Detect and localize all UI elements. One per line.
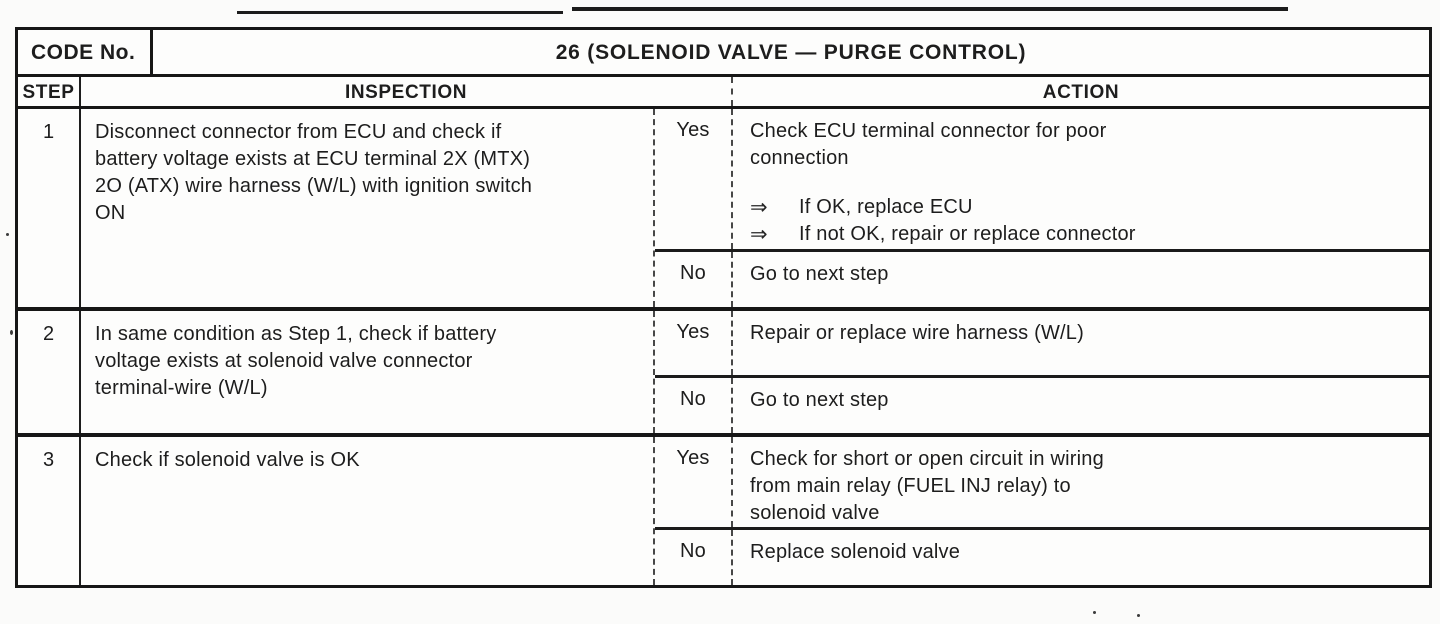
scan-artifact-line bbox=[237, 11, 563, 14]
branch-yes: Yes Check for short or open circuit in w… bbox=[655, 437, 1429, 527]
scan-artifact-dot bbox=[1093, 611, 1096, 614]
double-arrow-icon: ⇒ bbox=[750, 196, 768, 219]
scan-artifact-dot bbox=[1137, 614, 1140, 617]
inspection-text: Disconnect connector from ECU and check … bbox=[81, 109, 655, 307]
scan-artifact-dot bbox=[6, 233, 9, 236]
action-text: Replace solenoid valve bbox=[750, 541, 961, 563]
sub-action-text: If OK, replace ECU bbox=[799, 196, 973, 218]
answer-label: No bbox=[655, 378, 733, 433]
sub-action: ⇒ If not OK, repair or replace connector bbox=[750, 221, 1417, 248]
branch-no: No Go to next step bbox=[655, 375, 1429, 433]
action-text: Go to next step bbox=[750, 263, 889, 285]
sub-action-text: If not OK, repair or replace connector bbox=[799, 223, 1136, 245]
column-header-inspection: INSPECTION bbox=[81, 77, 733, 106]
action-cell: Check ECU terminal connector for poor co… bbox=[733, 109, 1429, 249]
column-header-row: STEP INSPECTION ACTION bbox=[18, 77, 1429, 109]
sub-action: ⇒ If OK, replace ECU bbox=[750, 194, 1417, 221]
inspection-text: Check if solenoid valve is OK bbox=[81, 437, 655, 585]
answer-label: No bbox=[655, 530, 733, 585]
column-header-action: ACTION bbox=[1042, 82, 1120, 103]
branch-no: No Replace solenoid valve bbox=[655, 527, 1429, 585]
action-cell: Go to next step bbox=[733, 378, 1429, 433]
action-text: Repair or replace wire harness (W/L) bbox=[750, 322, 1084, 344]
step-row-3: 3 Check if solenoid valve is OK Yes Chec… bbox=[18, 433, 1429, 585]
answer-label: Yes bbox=[655, 437, 733, 527]
step-row-2: 2 In same condition as Step 1, check if … bbox=[18, 307, 1429, 433]
action-branches: Yes Check for short or open circuit in w… bbox=[655, 437, 1429, 585]
action-cell: Repair or replace wire harness (W/L) bbox=[733, 311, 1429, 375]
code-no-label: CODE No. bbox=[18, 30, 153, 74]
answer-label: Yes bbox=[655, 109, 733, 249]
answer-label: No bbox=[655, 252, 733, 307]
double-arrow-icon: ⇒ bbox=[750, 223, 768, 246]
branch-yes: Yes Check ECU terminal connector for poo… bbox=[655, 109, 1429, 249]
step-number: 3 bbox=[18, 437, 81, 585]
step-row-1: 1 Disconnect connector from ECU and chec… bbox=[18, 109, 1429, 307]
action-branches: Yes Repair or replace wire harness (W/L)… bbox=[655, 311, 1429, 433]
code-header-row: CODE No. 26 (SOLENOID VALVE — PURGE CONT… bbox=[18, 30, 1429, 77]
branch-no: No Go to next step bbox=[655, 249, 1429, 307]
action-cell: Replace solenoid valve bbox=[733, 530, 1429, 585]
action-cell: Go to next step bbox=[733, 252, 1429, 307]
action-branches: Yes Check ECU terminal connector for poo… bbox=[655, 109, 1429, 307]
column-header-step: STEP bbox=[18, 77, 81, 106]
action-text: Go to next step bbox=[750, 389, 889, 411]
diagnostic-code-table: CODE No. 26 (SOLENOID VALVE — PURGE CONT… bbox=[15, 27, 1432, 588]
branch-yes: Yes Repair or replace wire harness (W/L) bbox=[655, 311, 1429, 375]
action-cell: Check for short or open circuit in wirin… bbox=[733, 437, 1429, 527]
step-number: 2 bbox=[18, 311, 81, 433]
code-title: 26 (SOLENOID VALVE — PURGE CONTROL) bbox=[555, 41, 1027, 64]
answer-label: Yes bbox=[655, 311, 733, 375]
inspection-text: In same condition as Step 1, check if ba… bbox=[81, 311, 655, 433]
step-number: 1 bbox=[18, 109, 81, 307]
sub-actions: ⇒ If OK, replace ECU ⇒ If not OK, repair… bbox=[750, 194, 1417, 248]
action-text: Check for short or open circuit in wirin… bbox=[750, 448, 1104, 524]
scan-artifact-dot bbox=[10, 330, 13, 335]
action-text: Check ECU terminal connector for poor co… bbox=[750, 120, 1107, 169]
scan-artifact-line bbox=[572, 7, 1288, 11]
